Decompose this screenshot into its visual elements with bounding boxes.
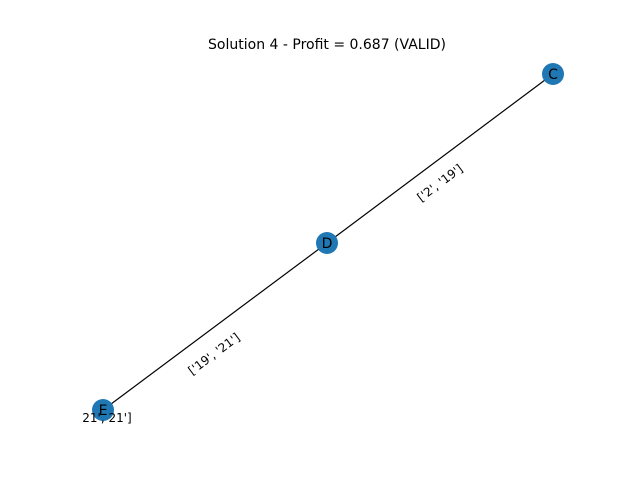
edge-label-d-e: ['19', '21'] xyxy=(185,330,242,378)
node-e xyxy=(92,399,114,421)
edge-d-e xyxy=(102,242,328,411)
node-label-d: D xyxy=(322,236,333,252)
figure-title: Solution 4 - Profit = 0.687 (VALID) xyxy=(208,37,446,53)
node-c xyxy=(542,63,564,85)
node-label-c: C xyxy=(548,67,558,83)
node-d xyxy=(316,232,338,254)
edge-label-c-d: ['2', '19'] xyxy=(415,161,466,204)
node-label-e: E xyxy=(99,403,108,419)
stray-edge-label: 21', 21'] xyxy=(82,411,131,425)
edge-c-d xyxy=(326,73,554,244)
